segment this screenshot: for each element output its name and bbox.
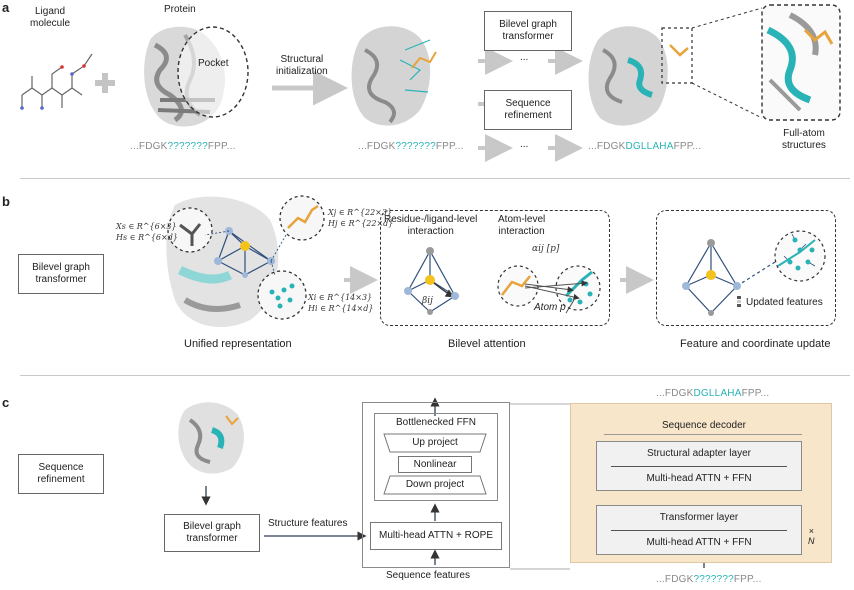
- side-chain-circle-s: [167, 207, 213, 253]
- updated-features-icon: [737, 296, 741, 307]
- times-n-label: × N: [808, 526, 815, 546]
- updated-graph-icon: [685, 242, 776, 314]
- ligand-circle-j: [279, 195, 325, 241]
- sequence-refinement-side-box: Sequence refinement: [18, 454, 104, 494]
- encoder-outer-box: [362, 402, 510, 568]
- bilevel-graph-transformer-c-box: Bilevel graph transformer: [164, 514, 260, 552]
- ellipsis-top: ...: [520, 52, 529, 63]
- plus-icon: [95, 73, 115, 93]
- structure-features-label: Structure features: [268, 518, 348, 529]
- panel-c-letter: c: [2, 395, 10, 410]
- unified-representation-caption: Unified representation: [184, 338, 292, 350]
- pocket-outline: [177, 26, 249, 118]
- input-sequence: ...FDGK???????FPP...: [656, 574, 762, 585]
- feature-update-box: [656, 210, 836, 326]
- sequence-decoder-label: Sequence decoder: [662, 420, 746, 431]
- math-hi: Hi ∈ R^{14×d}: [308, 304, 374, 313]
- math-xi: Xi ∈ R^{14×3}: [308, 293, 373, 302]
- initial-sequence: ...FDGK???????FPP...: [130, 141, 236, 152]
- sequence-features-label: Sequence features: [386, 570, 470, 581]
- math-xs: Xs ∈ R^{6×3}: [116, 222, 177, 231]
- bottleneck-ffn-box: [374, 413, 498, 501]
- bilevel-graph-transformer-side-box: Bilevel graph transformer: [18, 254, 104, 294]
- structural-adapter-layer: Structural adapter layer Multi-head ATTN…: [596, 441, 802, 491]
- divider-ab: [20, 178, 850, 179]
- atom-p-label: Atom p: [534, 302, 566, 313]
- bottleneck-ffn-label: Bottlenecked FFN: [395, 417, 477, 428]
- up-project-label: Up project: [412, 437, 458, 448]
- small-protein-icon: [178, 402, 244, 474]
- bilevel-graph-transformer-box: Bilevel graph transformer: [484, 11, 572, 51]
- bilevel-attention-box: [380, 210, 610, 326]
- structural-adapter-label: Structural adapter layer: [647, 448, 751, 459]
- sequence-refinement-box: Sequence refinement: [484, 90, 572, 130]
- protein-label: Protein: [164, 4, 196, 15]
- designed-protein-icon: [588, 26, 689, 126]
- residue-circle-i: [257, 270, 307, 320]
- divider-bc: [20, 375, 850, 376]
- residue-level-interaction-label: Residue-/ligand-level interaction: [384, 214, 478, 237]
- ellipsis-bottom: ...: [520, 139, 529, 150]
- alpha-label: αij [p]: [532, 244, 560, 254]
- decoder-underline: [604, 434, 802, 435]
- ligand-molecule-label: Ligand molecule: [30, 6, 71, 29]
- transformer-layer-label: Transformer layer: [659, 512, 739, 523]
- down-project-shape: [383, 475, 487, 495]
- panel-a-letter: a: [2, 0, 10, 15]
- down-project-label: Down project: [405, 479, 465, 490]
- masked-sequence: ...FDGK???????FPP...: [358, 141, 464, 152]
- initialized-protein-icon: [351, 26, 437, 126]
- beta-label: βij: [422, 296, 433, 306]
- mha-ffn-2-label: Multi-head ATTN + FFN: [646, 537, 752, 548]
- math-xj: Xj ∈ R^{22×3}: [328, 208, 393, 217]
- transformer-layer: Transformer layer Multi-head ATTN + FFN: [596, 505, 802, 555]
- zoomed-structure-icon: [766, 12, 834, 112]
- ligand-molecule-icon: [20, 53, 93, 110]
- panel-b-letter: b: [2, 194, 10, 209]
- up-project-shape: [383, 433, 487, 453]
- math-hj: Hj ∈ R^{22×d}: [328, 219, 394, 228]
- nonlinear-box: Nonlinear: [398, 456, 472, 473]
- pocket-label: Pocket: [198, 58, 229, 69]
- feature-coordinate-update-caption: Feature and coordinate update: [680, 338, 831, 350]
- multihead-attn-rope-box: Multi-head ATTN + ROPE: [370, 522, 502, 550]
- updated-features-label: Updated features: [746, 297, 823, 308]
- bilevel-attention-caption: Bilevel attention: [448, 338, 526, 350]
- output-sequence: ...FDGKDGLLAHAFPP...: [656, 388, 770, 399]
- mha-ffn-1-label: Multi-head ATTN + FFN: [646, 473, 752, 484]
- designed-sequence: ...FDGKDGLLAHAFPP...: [588, 141, 702, 152]
- atom-level-interaction-label: Atom-level interaction: [498, 214, 546, 237]
- math-hs: Hs ∈ R^{6×d}: [116, 233, 178, 242]
- full-atom-structures-label: Full-atom structures: [782, 128, 826, 151]
- zoom-region: [661, 27, 693, 84]
- structural-initialization-label: Structural initialization: [276, 54, 328, 77]
- updated-atoms-circle: [774, 230, 826, 282]
